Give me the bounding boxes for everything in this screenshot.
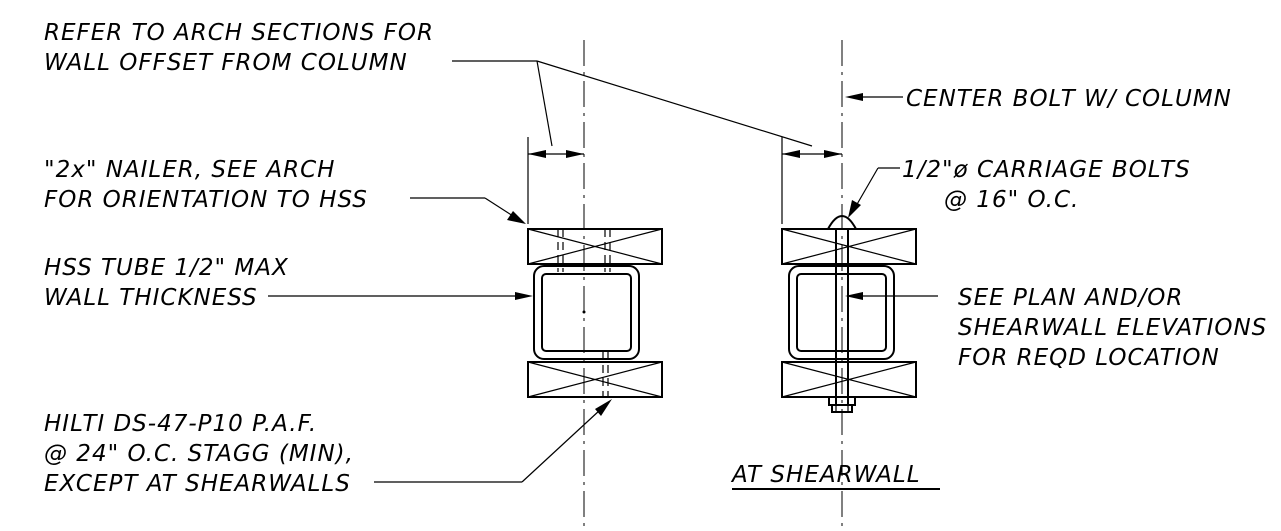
right-hss-tube (788, 265, 895, 360)
right-assembly (781, 137, 917, 413)
note-hilti-line3: EXCEPT AT SHEARWALLS (44, 471, 351, 497)
shearwall-title: AT SHEARWALL (730, 462, 921, 488)
carriage-bolt-head (827, 215, 857, 230)
left-assembly (527, 137, 663, 398)
note-nailer-line1: "2x" NAILER, SEE ARCH (44, 157, 335, 183)
hilti-leader (374, 399, 612, 483)
note-hss-line1: HSS TUBE 1/2" MAX (44, 255, 289, 281)
left-top-nailer (527, 228, 663, 265)
note-nailer-line2: FOR ORIENTATION TO HSS (44, 187, 368, 213)
wall-offset-leader (452, 60, 813, 147)
left-hss-tube (533, 265, 640, 360)
note-wall-offset-line1: REFER TO ARCH SECTIONS FOR (44, 20, 434, 46)
note-wall-offset-line2: WALL OFFSET FROM COLUMN (44, 50, 408, 76)
center-bolt-leader (845, 93, 903, 101)
note-hss-line2: WALL THICKNESS (44, 285, 258, 311)
note-see-plan-line2: SHEARWALL ELEVATIONS (958, 315, 1267, 341)
note-see-plan-line3: FOR REQD LOCATION (958, 345, 1220, 371)
nailer-leader (410, 197, 526, 224)
note-hilti-line1: HILTI DS-47-P10 P.A.F. (44, 411, 317, 437)
hss-tube-leader (268, 292, 533, 300)
left-bottom-nailer (527, 361, 663, 398)
see-plan-leader (845, 292, 938, 300)
note-see-plan-line1: SEE PLAN AND/OR (958, 285, 1183, 311)
note-carriage-line2: @ 16" O.C. (944, 187, 1079, 213)
note-carriage-line1: 1/2"ø CARRIAGE BOLTS (902, 157, 1191, 183)
note-hilti-line2: @ 24" O.C. STAGG (MIN), (44, 441, 354, 467)
note-center-bolt: CENTER BOLT W/ COLUMN (906, 86, 1232, 112)
carriage-bolt-leader (848, 167, 900, 218)
